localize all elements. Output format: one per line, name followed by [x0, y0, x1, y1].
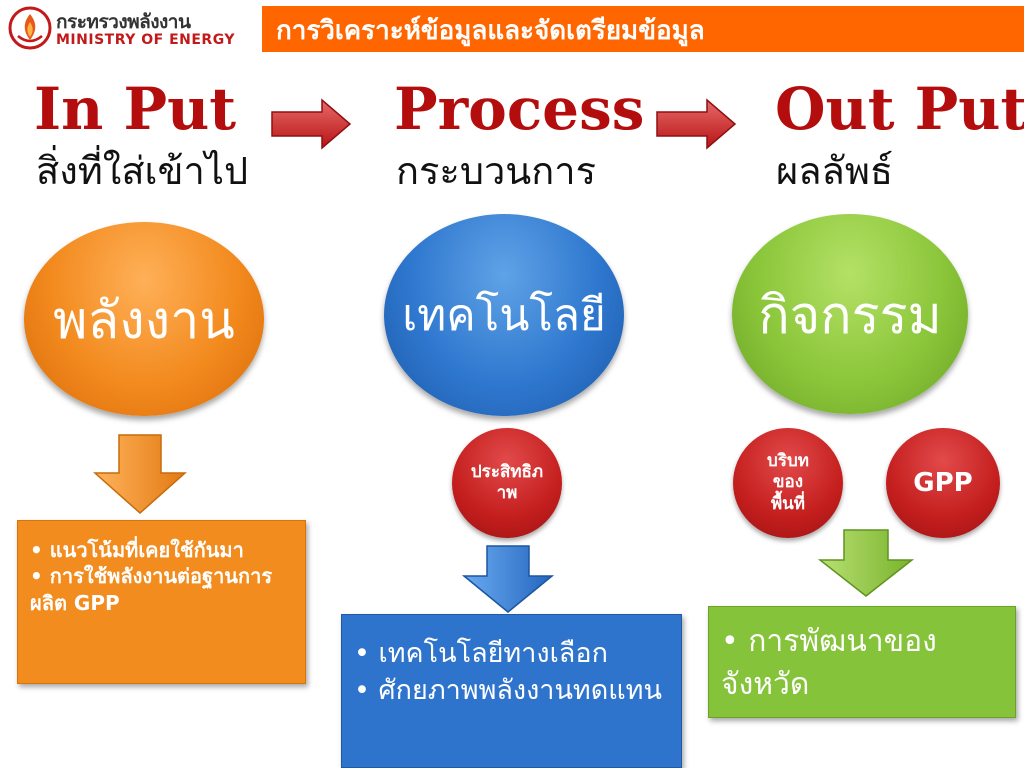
list-item-text: ศักยภาพพลังงานทดแทน — [378, 675, 662, 707]
stage-subtitle-input: สิ่งที่ใส่เข้าไป — [36, 149, 249, 193]
list-item-text: การพัฒนาของจังหวัด — [721, 624, 937, 702]
process-detail-box: • เทคโนโลยีทางเลือก • ศักยภาพพลังงานทดแท… — [341, 614, 682, 768]
technology-label: เทคโนโลยี — [402, 290, 606, 341]
stage-subtitle-process: กระบวนการ — [396, 149, 597, 193]
red-right-arrow-icon — [656, 98, 737, 150]
list-item-text: เทคโนโลยีทางเลือก — [378, 638, 608, 669]
area-context-circle: บริบท ของ พื้นที่ — [733, 428, 843, 538]
gpp-label: GPP — [913, 467, 973, 498]
area-context-label: บริบท ของ พื้นที่ — [767, 451, 809, 515]
output-detail-box: • การพัฒนาของจังหวัด — [708, 606, 1016, 718]
logo-thai-text: กระทรวงพลังงาน — [56, 11, 191, 33]
page-title: การวิเคราะห์ข้อมูลและจัดเตรียมข้อมูล — [276, 16, 705, 46]
list-item: • ศักยภาพพลังงานทดแทน — [354, 675, 662, 707]
area-context-line-2: ของ — [772, 472, 804, 493]
energy-ellipse: พลังงาน — [24, 222, 264, 416]
area-context-line-1: บริบท — [767, 451, 809, 472]
logo-english-text: MINISTRY OF ENERGY — [56, 32, 236, 48]
blue-down-arrow-icon — [462, 545, 554, 613]
ministry-logo-icon — [8, 6, 52, 50]
list-item-text: แนวโน้มที่เคยใช้กันมา — [49, 538, 244, 562]
red-right-arrow-icon — [271, 98, 352, 150]
gpp-circle: GPP — [886, 428, 1000, 538]
process-detail-list: • เทคโนโลยีทางเลือก • ศักยภาพพลังงานทดแท… — [354, 635, 671, 710]
stage-subtitle-output: ผลลัพธ์ — [776, 149, 894, 193]
green-down-arrow-icon — [818, 529, 914, 597]
activity-ellipse: กิจกรรม — [732, 214, 968, 414]
list-item-text: การใช้พลังงานต่อฐานการผลิต GPP — [30, 564, 273, 615]
logo-area — [0, 0, 262, 56]
list-item: • แนวโน้มที่เคยใช้กันมา — [30, 538, 244, 562]
output-detail-list: • การพัฒนาของจังหวัด — [721, 621, 1007, 706]
efficiency-label: ประสิทธิภาพ — [470, 461, 544, 503]
header-bar — [262, 6, 1024, 52]
list-item: • เทคโนโลยีทางเลือก — [354, 638, 608, 669]
list-item: • การใช้พลังงานต่อฐานการผลิต GPP — [30, 564, 273, 615]
stage-title-process: Process — [394, 75, 645, 143]
list-item: • การพัฒนาของจังหวัด — [721, 624, 937, 702]
stage-title-input: In Put — [34, 75, 237, 143]
activity-label: กิจกรรม — [758, 285, 942, 346]
input-detail-box: • แนวโน้มที่เคยใช้กันมา • การใช้พลังงานต… — [17, 520, 306, 684]
area-context-line-3: พื้นที่ — [770, 493, 806, 514]
orange-down-arrow-icon — [93, 434, 187, 515]
stage-title-output: Out Put — [775, 75, 1024, 143]
technology-ellipse: เทคโนโลยี — [384, 214, 624, 416]
efficiency-circle: ประสิทธิภาพ — [452, 428, 562, 538]
input-detail-list: • แนวโน้มที่เคยใช้กันมา • การใช้พลังงานต… — [30, 537, 295, 616]
energy-label: พลังงาน — [53, 290, 235, 351]
